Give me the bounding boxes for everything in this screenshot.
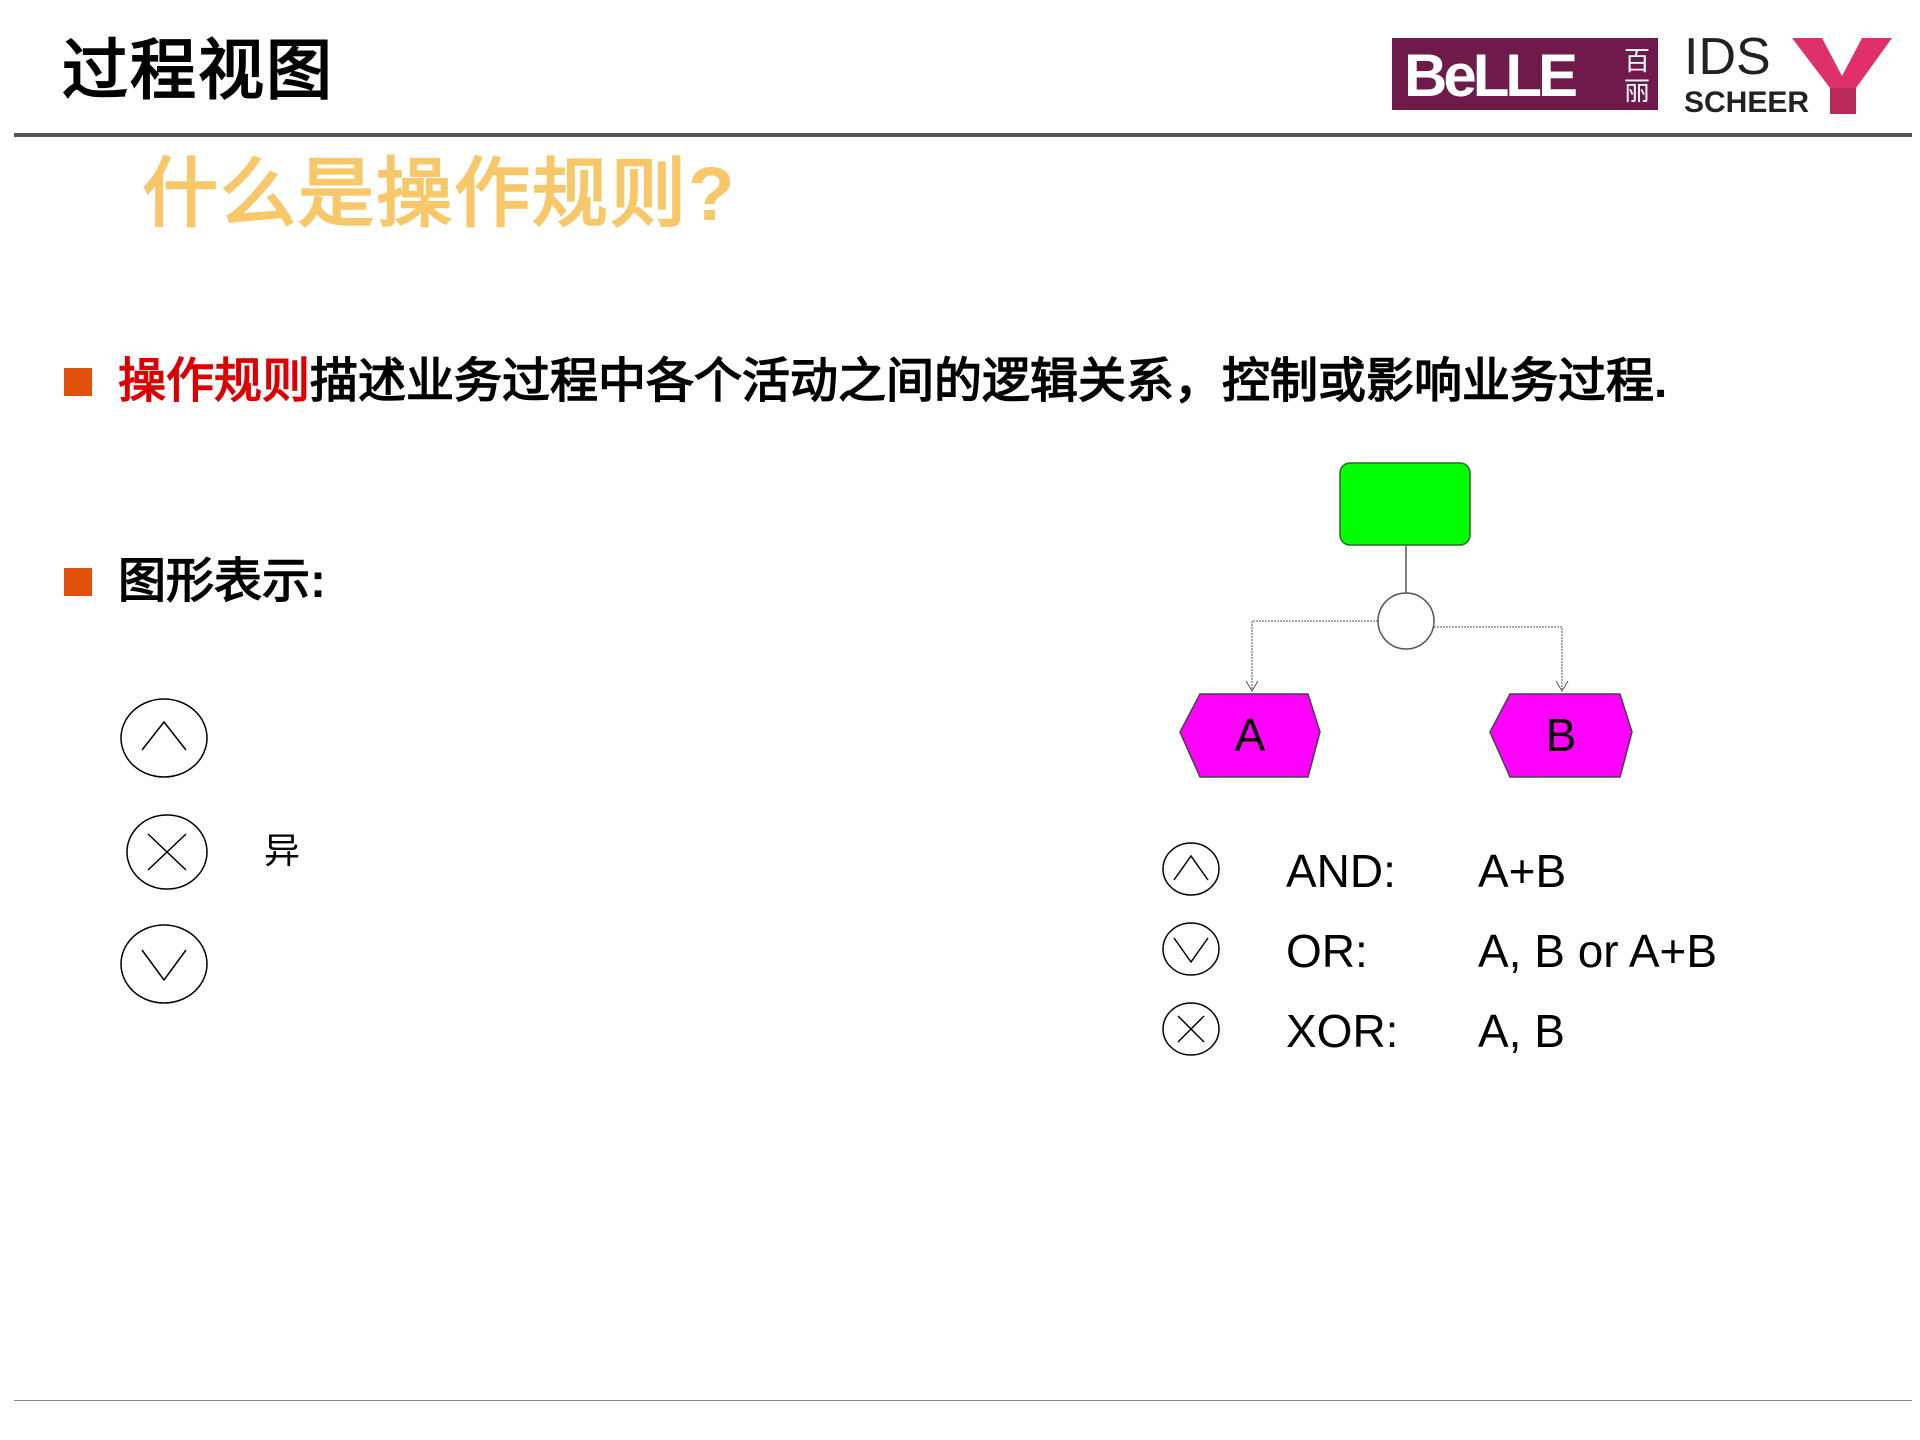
bullet-2-text: 图形表示:	[118, 555, 326, 608]
footer-divider	[14, 1400, 1912, 1401]
ids-logo-text: IDS	[1684, 30, 1771, 86]
and-gate-icon	[120, 698, 208, 778]
bullet-2: 图形表示:	[118, 552, 326, 612]
xor-caption: 异	[264, 831, 301, 872]
bullet-1: 操作规则描述业务过程中各个活动之间的逻辑关系，控制或影响业务过程.	[118, 352, 1667, 412]
legend-or-value: A, B or A+B	[1478, 925, 1718, 977]
legend-xor-icon	[1162, 1002, 1220, 1056]
start-event-box	[1339, 462, 1471, 546]
function-node-a	[1179, 693, 1321, 778]
function-node-b	[1489, 693, 1633, 778]
slide-subtitle: 什么是操作规则?	[142, 152, 737, 237]
or-gate-icon	[120, 924, 208, 1004]
belle-logo: BeLLE 百 丽	[1392, 38, 1658, 110]
legend-xor-label: XOR:	[1286, 1005, 1399, 1057]
belle-logo-cjk-1: 百	[1624, 47, 1650, 77]
bullet-1-highlight: 操作规则	[118, 355, 311, 408]
ids-logo-sub: SCHEER	[1684, 86, 1809, 119]
legend-or-icon	[1162, 922, 1220, 976]
ids-scheer-logo: IDS SCHEER	[1684, 30, 1892, 119]
legend-xor-value: A, B	[1478, 1005, 1565, 1057]
bullet-1-text: 描述业务过程中各个活动之间的逻辑关系，控制或影响业务过程.	[310, 355, 1668, 408]
node-b-label: B	[1546, 709, 1577, 761]
legend-and-value: A+B	[1478, 845, 1567, 897]
legend-and-label: AND:	[1286, 845, 1396, 897]
xor-gate-icon	[126, 814, 208, 890]
operation-rule-diagram: A B	[1179, 462, 1633, 778]
node-a-label: A	[1235, 709, 1266, 761]
page-title: 过程视图	[62, 33, 334, 107]
legend-or-label: OR:	[1286, 925, 1368, 977]
split-gate-circle	[1377, 592, 1435, 650]
bullet-square-1	[64, 368, 92, 396]
bullet-square-2	[64, 568, 92, 596]
belle-logo-text: BeLLE	[1404, 42, 1576, 109]
legend-and-icon	[1162, 842, 1220, 896]
header-divider	[14, 133, 1912, 137]
belle-logo-cjk-2: 丽	[1624, 77, 1650, 107]
